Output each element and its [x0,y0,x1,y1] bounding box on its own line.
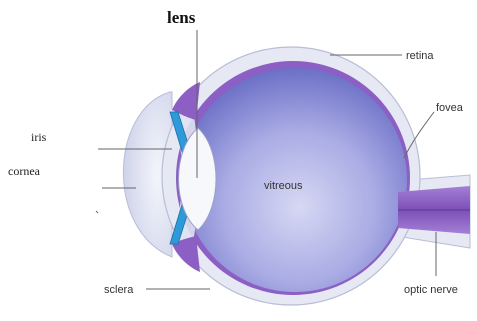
label-cornea: cornea [8,164,41,178]
label-iris: iris [31,130,47,144]
leader-cornea-tick [96,211,98,213]
label-sclera: sclera [104,284,134,296]
label-optic-nerve: optic nerve [404,284,458,296]
label-vitreous: vitreous [264,180,303,192]
label-retina: retina [406,50,434,62]
label-fovea: fovea [436,102,464,114]
label-lens: lens [167,8,196,27]
